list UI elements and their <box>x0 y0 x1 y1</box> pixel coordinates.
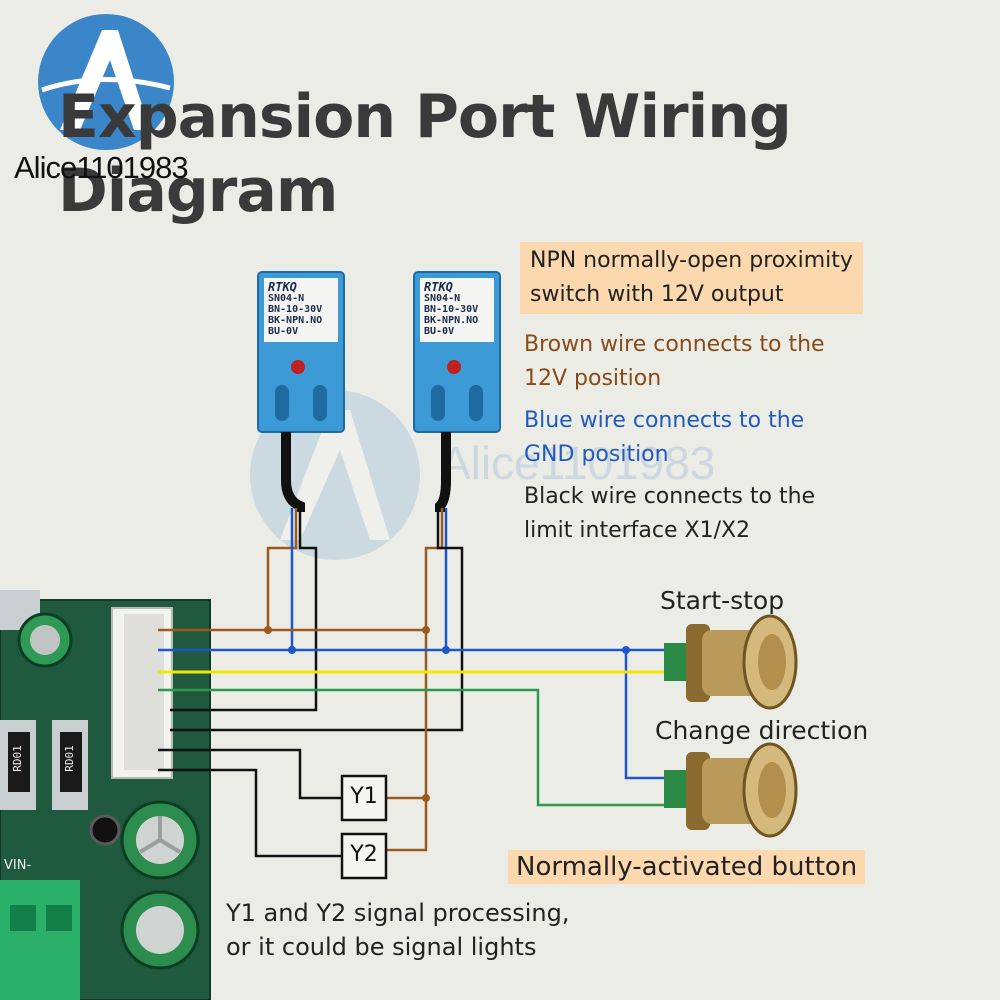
start-stop-label: Start-stop <box>660 586 785 615</box>
proximity-sensor-2 <box>413 271 501 512</box>
sensor-2-label: RTKQ SN04-N BN-10-30V BK-NPN.NO BU-0V <box>424 280 479 337</box>
normally-activated-label: Normally-activated button <box>508 850 866 884</box>
black-wire-note: Black wire connects to the limit interfa… <box>524 484 816 543</box>
npn-note: NPN normally-open proximity switch with … <box>520 242 863 314</box>
start-stop-button-icon <box>664 614 798 710</box>
watermark-text: Alice1101983 <box>14 150 189 185</box>
sensor-1-label: RTKQ SN04-N BN-10-30V BK-NPN.NO BU-0V <box>268 280 323 337</box>
y1-box <box>340 774 388 822</box>
change-direction-label: Change direction <box>655 716 869 745</box>
footer-note: Y1 and Y2 signal processing, or it could… <box>226 899 570 961</box>
control-board <box>0 590 211 1000</box>
y2-box <box>340 832 388 880</box>
board-label-rd1: RD01 <box>10 745 24 772</box>
proximity-sensor-1 <box>257 271 345 512</box>
sensor-2-wires <box>170 508 464 732</box>
sensor-1-wires <box>170 508 318 712</box>
brown-wire-note: Brown wire connects to the 12V position <box>524 332 825 391</box>
brand-logo-icon <box>38 14 174 150</box>
blue-wire-note: Blue wire connects to the GND position <box>524 408 805 467</box>
board-label-vin: VIN- <box>4 858 32 873</box>
bus-wires <box>158 628 666 858</box>
change-direction-button-icon <box>664 742 798 838</box>
page-title: Expansion Port Wiring Diagram <box>58 82 792 226</box>
y1-label: Y1 <box>350 784 378 809</box>
junction-dots <box>264 626 430 802</box>
watermark-center-text: Alice1101983 <box>440 437 716 489</box>
board-label-rd2: RD01 <box>62 745 76 772</box>
y2-label: Y2 <box>350 842 378 867</box>
